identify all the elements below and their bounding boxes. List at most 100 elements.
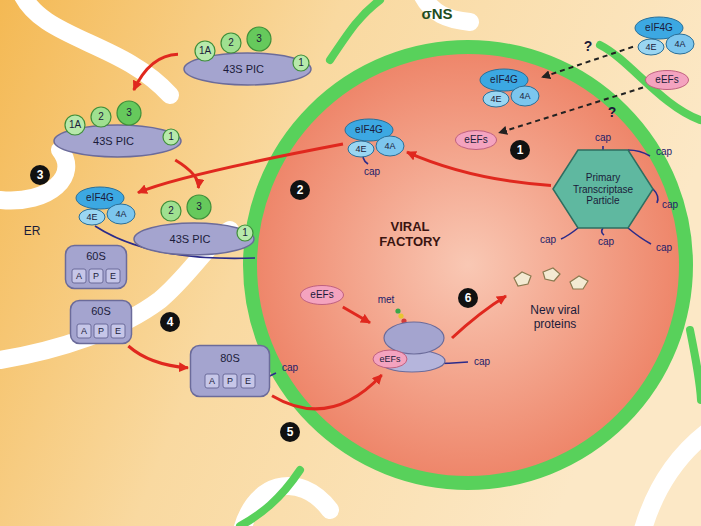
node-text: 1: [242, 227, 248, 239]
node-text: 3: [126, 107, 132, 119]
viral-factory-shape: [243, 40, 693, 490]
step-arrow: [128, 346, 188, 368]
preinitiation-complex: 43S PIC 2 3 1: [130, 190, 258, 256]
callout-number: 2: [290, 180, 310, 200]
cap-label: cap: [662, 199, 678, 211]
sigma-ns-tendrils: [240, 0, 701, 526]
factor-circle: 2: [90, 106, 112, 128]
cap-label: cap: [474, 356, 490, 368]
factor-circle: 1: [236, 224, 254, 242]
node-text: 60S: [91, 305, 111, 318]
factor-circle: 1A: [194, 40, 216, 62]
node-text: E: [110, 271, 116, 281]
callout-number: 5: [280, 422, 300, 442]
transcriptase-particle: Primary Transcriptase Particle: [553, 150, 653, 228]
translating-ribosome: eEFs: [372, 318, 447, 373]
cap-label: cap: [282, 362, 298, 374]
node-text: A: [81, 326, 87, 336]
node-text: 3: [256, 33, 262, 45]
initiation-factor-complex: eIF4G4E4A: [76, 186, 136, 226]
factor-circle: 3: [186, 194, 212, 220]
node-text: eIF4G: [645, 22, 673, 34]
factor-circle: 3: [116, 100, 142, 126]
node-text: 1A: [199, 45, 211, 57]
initiation-factor-complex-shape: [345, 118, 405, 158]
cap-label: cap: [656, 146, 672, 158]
node-text: 2: [98, 111, 104, 123]
node-text: P: [98, 326, 104, 336]
callout-number: 3: [30, 165, 50, 185]
node-text: 43S PIC: [93, 135, 134, 148]
step-arrow: [175, 160, 198, 188]
node-text: 4E: [86, 212, 97, 222]
node-text: 1: [298, 57, 304, 69]
node-text: 1A: [69, 119, 81, 131]
er-label: ER: [24, 225, 41, 239]
factor-circle: 1: [162, 128, 180, 146]
node-text: 3: [196, 201, 202, 213]
question-mark: ?: [584, 38, 593, 54]
initiation-factor-complex: eIF4G 4E 4A: [635, 16, 695, 56]
cap-label: cap: [540, 234, 556, 246]
viral-factory: VIRAL FACTORYeIF4G4E4AeIF4G4E4AeEFsPrima…: [243, 40, 693, 490]
callout-number: 4: [160, 312, 180, 332]
node-text: 1: [168, 131, 174, 143]
node-text: P: [93, 271, 99, 281]
initiation-factor-complex: eIF4G 4E 4A: [345, 118, 405, 158]
ribosome-subunit: 60S A P E: [70, 300, 132, 344]
elongation-factor: eEFs: [645, 70, 689, 90]
node-text: eIF4G: [355, 124, 383, 136]
node-text: 4A: [384, 141, 395, 151]
node-text: eEFs: [310, 289, 333, 301]
node-text: A: [209, 376, 215, 386]
node-text: E: [115, 326, 121, 336]
node-text: 4A: [674, 39, 685, 49]
node-text: 2: [168, 205, 174, 217]
ribosome: 80SAPE: [190, 345, 270, 397]
callout-number: 6: [458, 288, 478, 308]
node-text: Primary Transcriptase Particle: [562, 172, 644, 207]
elongation-factor: eEFs: [455, 130, 497, 150]
callout-number: 1: [510, 140, 530, 160]
node-text: 43S PIC: [170, 233, 211, 246]
node-text: eEFs: [379, 354, 400, 364]
node-text: 4E: [355, 144, 366, 154]
cap-label: cap: [595, 132, 611, 144]
node-text: eEFs: [655, 74, 678, 86]
node-text: 60S: [86, 250, 106, 263]
preinitiation-complex: 43S PIC 1A 2 3 1: [180, 18, 315, 86]
initiation-factor-complex-shape: [635, 16, 695, 56]
protein-label: New viral proteins: [519, 304, 591, 332]
node-text: 43S PIC: [223, 63, 264, 76]
ribosome-subunit: 60S A P E: [65, 245, 127, 289]
cap-label: cap: [598, 236, 614, 248]
cap-label: cap: [656, 242, 672, 254]
step-arrow: [134, 54, 178, 90]
factor-circle: 3: [246, 26, 272, 52]
node-text: 4E: [490, 94, 501, 104]
cap-label: cap: [364, 166, 380, 178]
node-text: 4A: [519, 91, 530, 101]
met-label: met: [378, 294, 395, 306]
node-text: A: [76, 271, 82, 281]
node-text: eIF4G: [86, 192, 114, 204]
node-text: eEFs: [464, 134, 487, 146]
node-text: eIF4G: [490, 74, 518, 86]
node-text: 4E: [645, 42, 656, 52]
node-text: P: [227, 376, 233, 386]
initiation-factor-complex-shape: [76, 186, 136, 226]
question-mark: ?: [608, 104, 617, 120]
node-text: 2: [228, 37, 234, 49]
initiation-factor-complex-shape: [480, 68, 540, 108]
initiation-factor-complex: eIF4G 4E 4A: [480, 68, 540, 108]
node-text: VIRAL FACTORY: [370, 220, 450, 250]
preinitiation-complex: 43S PIC 1A 2 3 1: [50, 92, 185, 158]
factor-circle: 1: [292, 54, 310, 72]
factor-circle: 2: [160, 200, 182, 222]
node-text: 80S: [220, 352, 240, 365]
elongation-factor: eEFs: [300, 285, 344, 305]
translating-ribosome-shape: [372, 318, 447, 373]
factor-circle: 1A: [64, 114, 86, 136]
